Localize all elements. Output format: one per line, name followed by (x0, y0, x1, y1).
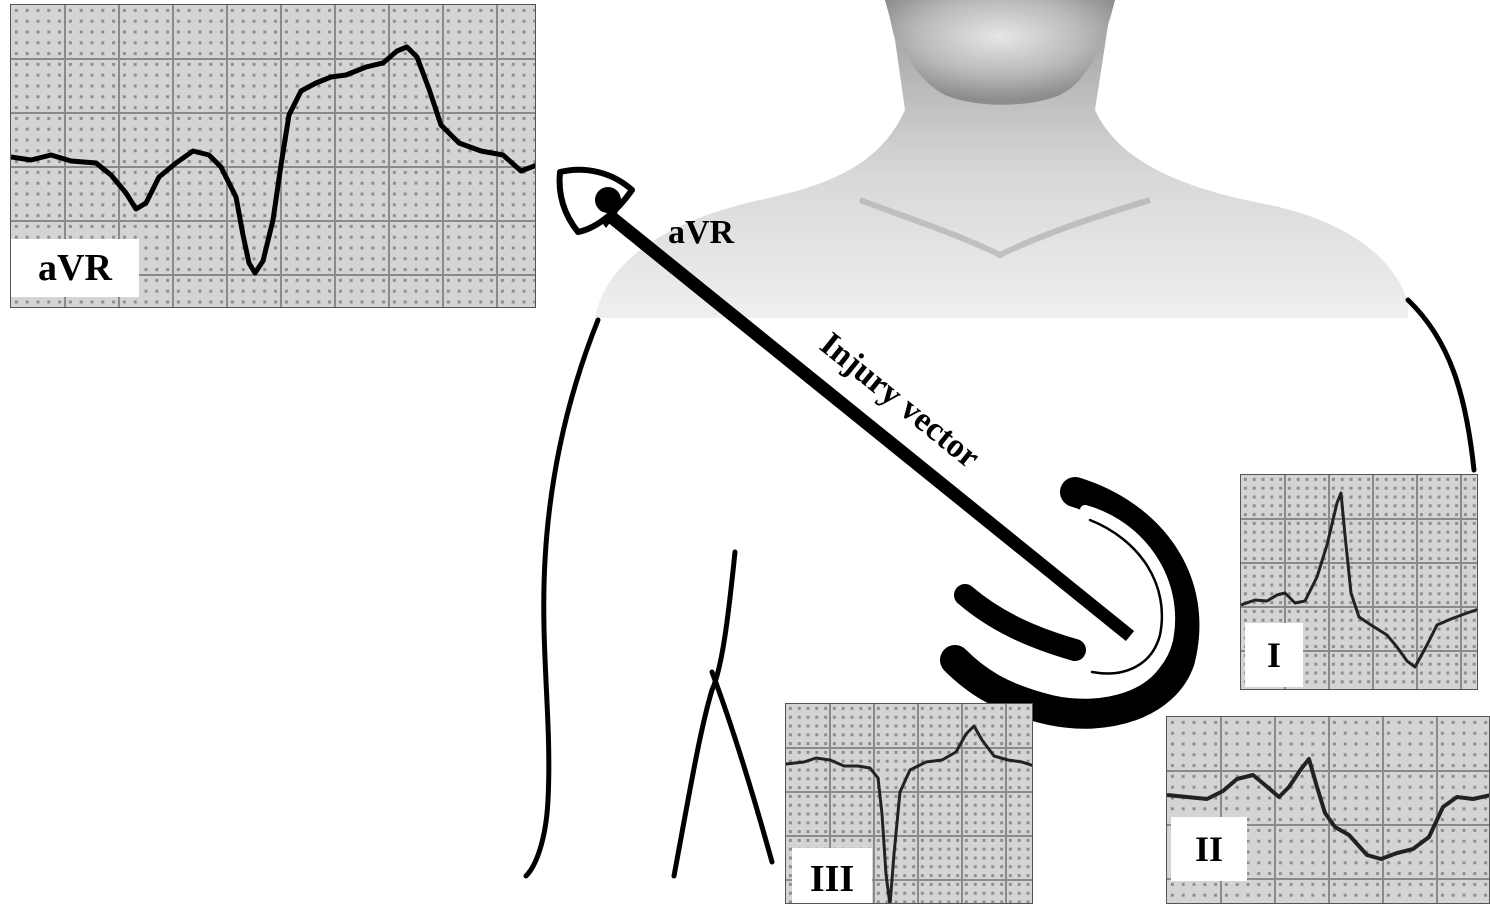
eye-label: aVR (668, 214, 735, 251)
lead-label-iii: III (792, 848, 872, 904)
ecg-lead-iii: III (785, 703, 1033, 904)
torso-left-outline (526, 320, 598, 876)
ecg-lead-avr: aVR (10, 4, 536, 308)
lead-label-avr: aVR (11, 239, 139, 297)
ecg-lead-ii: II (1166, 716, 1490, 904)
lead-label-i: I (1245, 623, 1303, 687)
lead-label-ii: II (1171, 817, 1247, 881)
torso-right-outline (1408, 300, 1474, 470)
inner-arm-branch (712, 672, 772, 862)
ecg-lead-i: I (1240, 474, 1478, 690)
